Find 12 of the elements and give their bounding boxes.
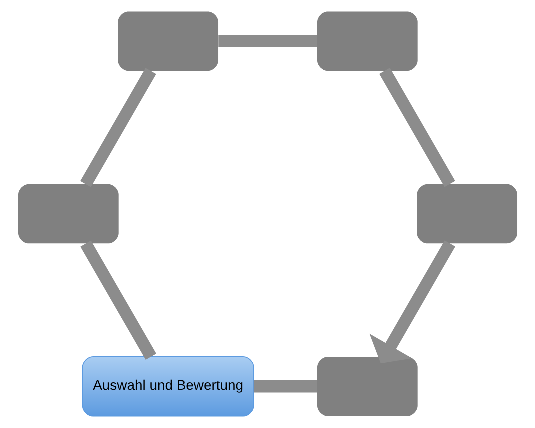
connector	[218, 35, 317, 48]
connector	[253, 380, 317, 393]
node-box: Auswahl und Bewertung	[82, 356, 254, 417]
node-box	[118, 12, 218, 72]
connector	[379, 68, 455, 188]
arrow	[369, 240, 455, 364]
node-box	[317, 12, 418, 72]
connector	[80, 240, 156, 360]
node-box	[317, 356, 418, 416]
node-box	[18, 184, 118, 244]
connector	[80, 68, 156, 188]
node-box	[416, 184, 517, 244]
